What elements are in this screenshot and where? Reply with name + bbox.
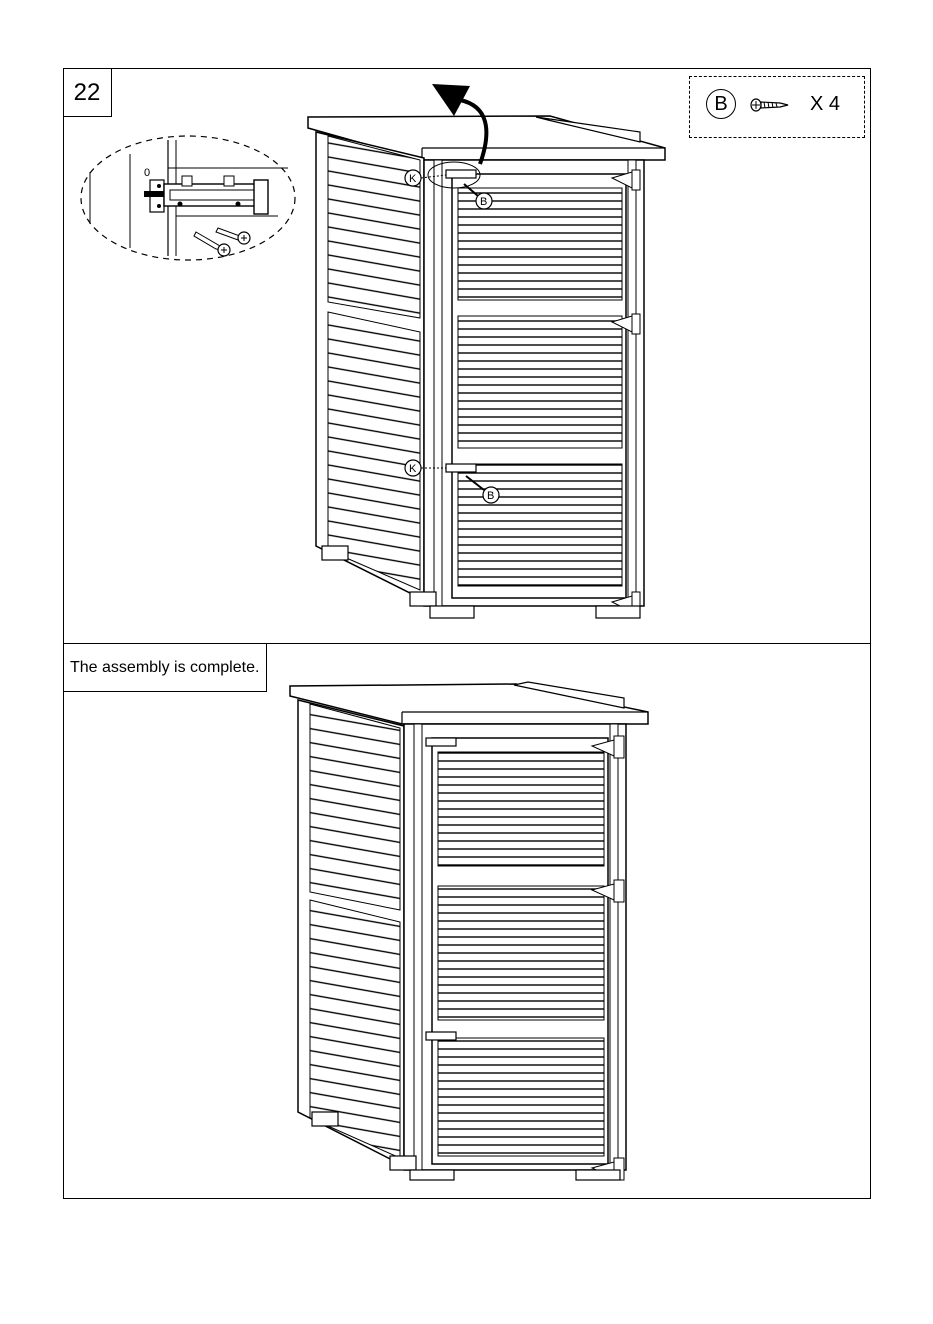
door-latch-bottom [426, 1032, 456, 1040]
callout-b-bottom-label: B [487, 490, 494, 502]
latch-detail-inset: 0 [78, 132, 300, 264]
callout-k-bottom-label: K [409, 463, 417, 475]
parts-list: B X 4 [689, 76, 865, 138]
cabinet-complete-drawing [284, 680, 652, 1190]
screw-icon [216, 228, 250, 244]
door-latch-top [426, 738, 456, 746]
screw-icon [750, 97, 790, 113]
step-number: 22 [63, 68, 112, 117]
callout-b-top-label: B [480, 196, 487, 208]
callout-k-top-label: K [409, 173, 417, 185]
door-latch-bottom [446, 464, 476, 472]
part-letter: B [706, 89, 736, 119]
completion-caption: The assembly is complete. [63, 643, 267, 692]
cabinet-assembly-drawing: K B K B [300, 80, 672, 622]
inset-marker: 0 [144, 167, 150, 179]
part-quantity: X 4 [810, 93, 840, 116]
door-latch-top [446, 170, 476, 178]
